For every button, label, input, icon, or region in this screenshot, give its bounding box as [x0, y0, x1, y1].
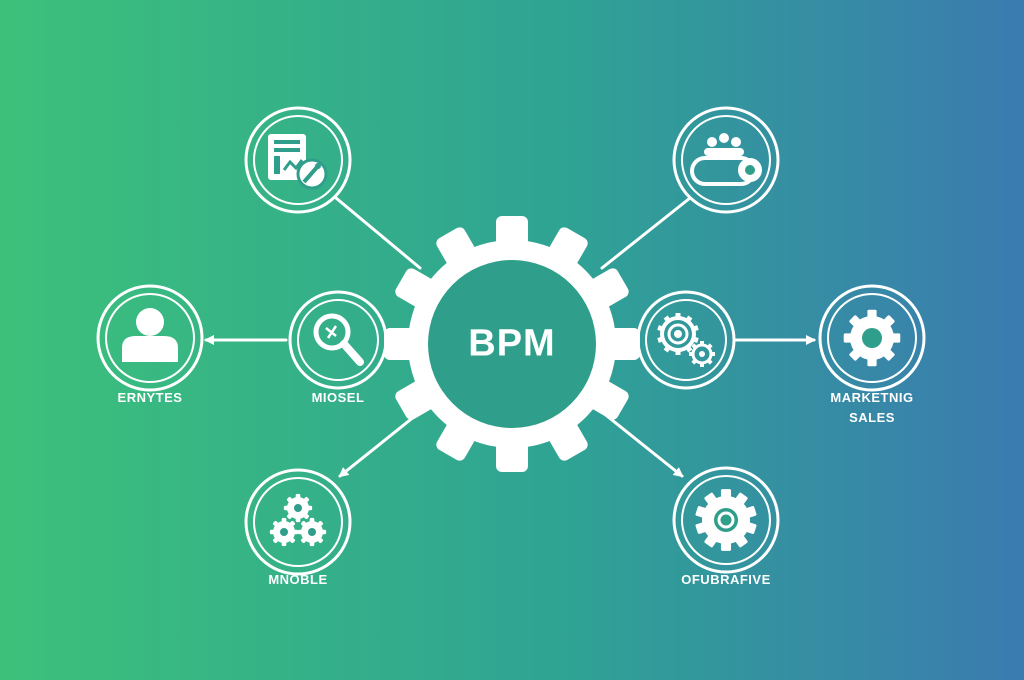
- center-gear: [384, 216, 640, 472]
- center-gear-tick: [618, 352, 631, 356]
- node-gears-cluster: [244, 468, 352, 576]
- center-gear-tick: [393, 352, 406, 356]
- node-label-gear-hub: OFUBRAFIVE: [681, 572, 771, 587]
- center-gear-tick: [414, 275, 425, 284]
- connector-gears-cluster: [338, 410, 422, 478]
- node-label-gear-large: MARKETNIG: [830, 390, 914, 405]
- gears-cluster-icon: [269, 493, 327, 547]
- center-gear-tick: [500, 450, 504, 463]
- connectors: [204, 196, 816, 478]
- center-gear-tick: [556, 235, 564, 248]
- node-document: [244, 106, 352, 214]
- person-icon: [122, 308, 178, 362]
- connector-document: [334, 196, 422, 270]
- connector-gear-hub: [600, 410, 684, 478]
- pair-gear-small: [689, 341, 715, 367]
- node-magnifier: [288, 290, 388, 390]
- center-gear-tick: [599, 404, 610, 413]
- center-gear-tick: [608, 292, 621, 300]
- center-gear-tick: [414, 404, 425, 413]
- node-label-person: ERNYTES: [117, 390, 183, 405]
- node-cloud: [672, 106, 780, 214]
- node-gears-pair: [636, 290, 736, 390]
- cloud-people-icon: [690, 133, 762, 186]
- large-gear-shape: [843, 309, 901, 367]
- gear-hub-icon: [695, 489, 757, 551]
- node-person: [96, 284, 204, 392]
- center-gear-tick: [443, 431, 452, 442]
- center-gear-tick: [599, 275, 610, 284]
- center-gear-tick: [572, 246, 581, 257]
- cluster-gear-top: [283, 493, 313, 523]
- center-gear-tick: [443, 246, 452, 257]
- center-gear-tick: [460, 235, 468, 248]
- gear-icon: [843, 309, 901, 367]
- pair-gear-large: [657, 313, 699, 355]
- center-gear-hub: [428, 260, 596, 428]
- document-pen-icon: [268, 134, 328, 190]
- node-gear-hub: [672, 466, 780, 574]
- center-label: BPM: [468, 322, 556, 365]
- center-gear-tick: [520, 450, 524, 463]
- center-gear-tick: [500, 225, 504, 238]
- connector-cloud: [600, 196, 692, 270]
- cluster-gear-left: [269, 517, 299, 547]
- center-gear-tick: [393, 332, 406, 336]
- node-label-gear-large-line2: SALES: [849, 410, 895, 425]
- center-gear-tick: [403, 388, 416, 396]
- magnifier-icon: [313, 313, 364, 366]
- node-label-magnifier: MIOSEL: [311, 390, 365, 405]
- gears-pair-icon: [657, 313, 715, 367]
- center-gear-tick: [556, 440, 564, 453]
- center-gear-tick: [608, 388, 621, 396]
- node-gear-large: [818, 284, 926, 392]
- center-gear-tick: [460, 440, 468, 453]
- center-gear-tick: [618, 332, 631, 336]
- center-gear-tick: [572, 431, 581, 442]
- center-gear-tick: [520, 225, 524, 238]
- center-gear-tick: [403, 292, 416, 300]
- node-label-gears-cluster: MNOBLE: [268, 572, 328, 587]
- cluster-gear-right: [297, 517, 327, 547]
